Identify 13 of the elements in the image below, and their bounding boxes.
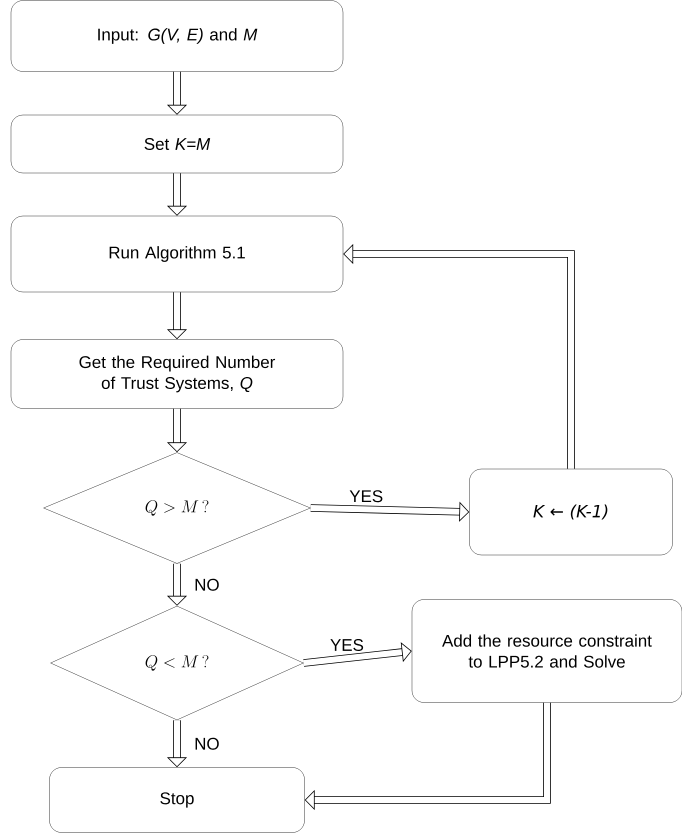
edge-label: YES [350,490,382,502]
process-box: Run Algorithm 5.1 [10,216,344,292]
block-arrow [304,702,551,810]
process-box: Set K=M [10,114,344,174]
edge-label: YES [330,639,364,651]
process-box: Get the Required Number of Trust Systems, Q [10,339,344,409]
process-box: K ← (K-1) [469,468,673,556]
process-box: Add the resource constraint to LPP5.2 and Solve [412,599,682,703]
block-arrow [303,642,412,667]
process-box: Input: G(V, E) and M [10,0,344,72]
edge-label: NO [196,578,219,591]
process-box: Stop [49,767,305,833]
edge-label: NO [196,738,219,750]
